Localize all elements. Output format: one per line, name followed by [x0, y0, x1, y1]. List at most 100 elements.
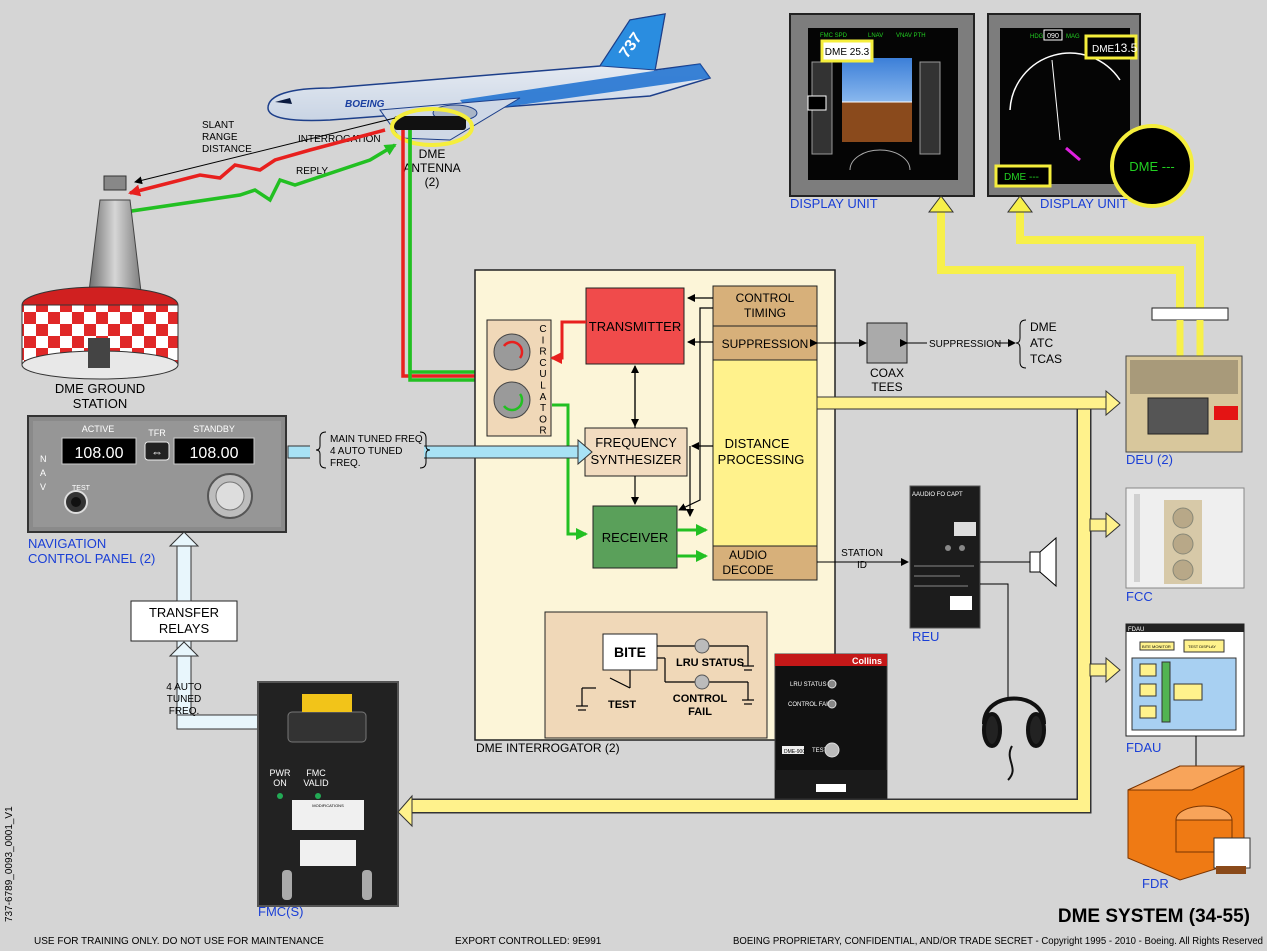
station-id-label-2: ID — [857, 560, 867, 571]
nd-dme-left: DME --- — [1004, 172, 1039, 183]
circulator-letter: T — [540, 403, 546, 414]
deu-caption: DEU (2) — [1126, 452, 1173, 467]
nav-panel-caption-2: CONTROL PANEL (2) — [28, 551, 155, 566]
nd-dme-value: 13.5 — [1114, 41, 1138, 55]
nd-mag-label: MAG — [1066, 34, 1080, 40]
circulator-letter: R — [539, 426, 546, 437]
display-unit-right-caption: DISPLAY UNIT — [1040, 196, 1128, 211]
navigation-control-panel: ACTIVE TFR STANDBY 108.00 108.00 ⇔ N A V… — [27, 415, 287, 533]
suppression-target-2: ATC — [1030, 336, 1053, 350]
main-tuned-label-3: FREQ. — [330, 458, 361, 469]
control-timing-label-1: CONTROL — [736, 291, 795, 305]
nd-hdg-label: HDG — [1030, 34, 1044, 40]
test-button-label: TEST — [72, 485, 91, 492]
suppression-target-1: DME — [1030, 320, 1057, 334]
bite-block — [602, 633, 658, 671]
suppression-line-label: SUPPRESSION — [929, 339, 1001, 350]
lru-status-label: LRU STATUS — [676, 657, 744, 669]
transfer-relays-label-2: RELAYS — [159, 621, 210, 636]
collins-brand: Collins — [852, 656, 882, 666]
slant-range-arrow — [134, 117, 396, 185]
dme-antenna-label-1: DME — [419, 147, 446, 161]
control-fail-label-1: CONTROL — [673, 693, 728, 705]
fmc-unit: PWR ON FMC VALID MODIFICATIONS — [257, 681, 399, 907]
dme-antenna-highlight — [390, 107, 474, 147]
slant-range-label-3: DISTANCE — [202, 144, 252, 155]
circulator-letter: R — [539, 347, 546, 358]
circulator-letter: O — [539, 414, 547, 425]
nd-dme-label: DME — [1092, 44, 1115, 55]
standby-freq: 108.00 — [190, 445, 239, 462]
bite-panel — [544, 611, 768, 739]
nav-letter-n: N — [40, 454, 47, 464]
reply-label: REPLY — [296, 166, 328, 177]
headset-icon — [982, 696, 1046, 781]
auto-tuned-label-2: TUNED — [167, 694, 201, 705]
collins-test: TEST — [812, 748, 828, 754]
fdau-unit: FDAU BITE MONITOR TEST DISPLAY — [1125, 623, 1245, 737]
suppression-target-3: TCAS — [1030, 352, 1062, 366]
tuned-freq-brace-left — [315, 431, 327, 469]
test-display-label: TEST DISPLAY — [1188, 644, 1216, 649]
pwr-on-label-2: ON — [273, 778, 287, 788]
lru-status-lamp — [694, 638, 710, 654]
circulator — [486, 319, 552, 437]
station-id-label-1: STATION — [841, 548, 883, 559]
collins-dme-unit: Collins LRU STATUS CONTROL FAIL TEST DME… — [774, 653, 888, 803]
pfd-mode-2: LNAV — [868, 33, 883, 39]
audio-decode-block — [712, 545, 818, 581]
control-fail-label-2: FAIL — [688, 706, 712, 718]
circulator-letter: A — [540, 392, 547, 403]
transfer-arrow-icon: ⇔ — [151, 445, 163, 459]
nd-dme-right: DME --- — [1129, 159, 1175, 174]
suppression-brace — [1015, 319, 1027, 369]
distance-processing-label-1: DISTANCE — [725, 436, 790, 451]
coax-rx-line-2 — [408, 130, 488, 382]
display-unit-left-caption: DISPLAY UNIT — [790, 196, 878, 211]
plane-brand-text: BOEING — [345, 99, 385, 110]
control-timing-block — [712, 285, 818, 327]
diagram-title: DME SYSTEM (34-55) — [1058, 906, 1250, 927]
footer-right: BOEING PROPRIETARY, CONFIDENTIAL, AND/OR… — [733, 936, 1263, 947]
nd-heading: 090 — [1047, 33, 1059, 40]
deu-unit — [1125, 355, 1243, 453]
interrogation-label: INTERROGATION — [298, 134, 381, 145]
distance-processing-label-2: PROCESSING — [718, 452, 805, 467]
freq-synth-label-1: FREQUENCY — [595, 435, 677, 450]
transfer-button[interactable] — [144, 441, 170, 461]
active-freq: 108.00 — [75, 445, 124, 462]
slant-range-label-2: RANGE — [202, 132, 238, 143]
ground-station-label-1: DME GROUND — [55, 381, 145, 396]
fdr-unit — [1127, 765, 1251, 881]
coax-tees-label-1: COAX — [870, 366, 904, 380]
display-unit-right: 090 HDG MAG DME 13.5 DME --- DME --- — [987, 13, 1194, 208]
tuned-freq-brace-right — [419, 431, 431, 469]
pwr-on-label-1: PWR — [270, 768, 291, 778]
distance-processing-block — [712, 359, 818, 547]
circulator-letter: I — [542, 335, 545, 346]
nav-letter-a: A — [40, 468, 46, 478]
collins-lru-status: LRU STATUS — [790, 682, 826, 688]
pfd-mode-3: VNAV PTH — [896, 33, 926, 39]
main-tuned-label-2: 4 AUTO TUNED — [330, 446, 402, 457]
standby-label: STANDBY — [193, 424, 235, 434]
modifications-label: MODIFICATIONS — [312, 803, 344, 808]
tx-to-circulator — [550, 320, 586, 364]
reu-caption: REU — [912, 629, 939, 644]
pfd-mode-1: FMC SPD — [820, 33, 848, 39]
interrogation-signal — [128, 128, 386, 197]
reu-unit: AAUDIO FO CAPT — [909, 485, 981, 629]
reply-signal — [124, 143, 397, 214]
fcc-unit — [1125, 487, 1245, 589]
auto-tuned-label-1: 4 AUTO — [166, 682, 202, 693]
dme-interrogator-label: DME INTERROGATOR (2) — [476, 741, 620, 755]
transfer-relays-block — [130, 600, 238, 642]
nav-panel-caption-1: NAVIGATION — [28, 536, 106, 551]
reu-header: AAUDIO FO CAPT — [912, 492, 963, 498]
pfd-dme-readout: DME 25.3 — [825, 47, 870, 58]
control-timing-label-2: TIMING — [744, 306, 786, 320]
ground-station-label-2: STATION — [73, 396, 127, 411]
fdau-caption: FDAU — [1126, 740, 1161, 755]
